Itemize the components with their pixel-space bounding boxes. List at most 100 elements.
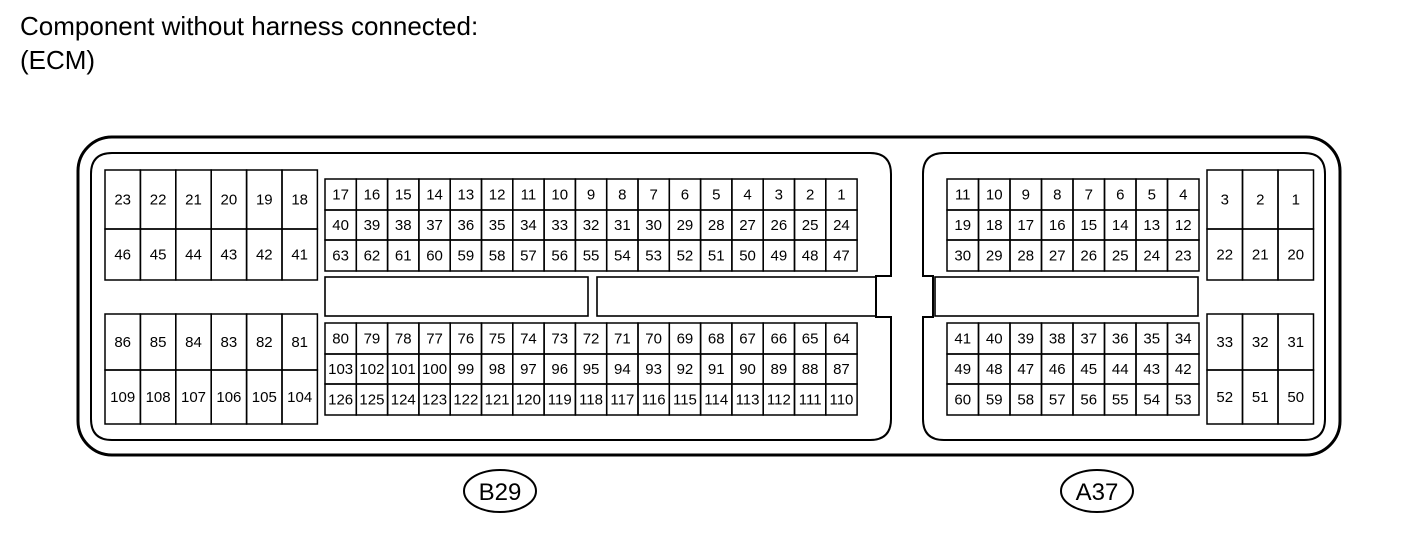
pin-number: 104 xyxy=(287,389,312,406)
pin-number: 91 xyxy=(708,361,725,378)
pin-number: 66 xyxy=(771,331,788,348)
pin-number: 118 xyxy=(579,392,603,409)
pin-number: 14 xyxy=(426,187,443,204)
label-b29-text: B29 xyxy=(479,479,522,506)
pin-number: 16 xyxy=(1049,217,1066,234)
pin-number: 44 xyxy=(1112,361,1129,378)
pin-number: 8 xyxy=(1053,187,1061,204)
pin-number: 25 xyxy=(802,217,819,234)
pin-number: 96 xyxy=(551,361,568,378)
pin-number: 126 xyxy=(328,392,353,409)
pin-number: 70 xyxy=(645,331,662,348)
pin-number: 53 xyxy=(1175,392,1192,409)
pin-number: 77 xyxy=(426,331,443,348)
pin-number: 109 xyxy=(110,389,135,406)
pin-number: 49 xyxy=(771,248,788,265)
pin-number: 84 xyxy=(185,334,202,351)
pin-number: 28 xyxy=(708,217,725,234)
pin-number: 6 xyxy=(681,187,689,204)
pin-number: 51 xyxy=(708,248,725,265)
pin-number: 5 xyxy=(712,187,720,204)
pin-number: 13 xyxy=(1143,217,1160,234)
pin-number: 103 xyxy=(328,361,353,378)
pin-number: 21 xyxy=(1252,247,1269,264)
pin-number: 120 xyxy=(516,392,541,409)
pin-number: 3 xyxy=(775,187,783,204)
pin-number: 3 xyxy=(1221,192,1229,209)
pin-number: 35 xyxy=(489,217,506,234)
pin-number: 32 xyxy=(583,217,600,234)
pin-number: 79 xyxy=(364,331,381,348)
pin-number: 16 xyxy=(364,187,381,204)
pin-number: 11 xyxy=(955,187,971,204)
pin-number: 9 xyxy=(587,187,595,204)
pin-number: 65 xyxy=(802,331,819,348)
pin-number: 11 xyxy=(521,187,537,204)
pin-number: 6 xyxy=(1116,187,1124,204)
pin-number: 119 xyxy=(548,392,572,409)
pin-number: 117 xyxy=(610,392,634,409)
pin-number: 40 xyxy=(332,217,349,234)
pin-number: 99 xyxy=(458,361,475,378)
pin-number: 13 xyxy=(458,187,475,204)
pin-number: 10 xyxy=(551,187,568,204)
component-name: (ECM) xyxy=(20,45,96,75)
pin-number: 26 xyxy=(1080,248,1097,265)
pin-number: 34 xyxy=(1175,331,1192,348)
pin-number: 43 xyxy=(221,247,238,264)
pin-number: 89 xyxy=(771,361,788,378)
ecm-housing-outline xyxy=(76,135,1342,457)
pin-number: 102 xyxy=(359,361,384,378)
pin-number: 53 xyxy=(645,248,662,265)
pin-number: 12 xyxy=(1175,217,1192,234)
pin-number: 21 xyxy=(185,192,202,209)
pin-number: 97 xyxy=(520,361,537,378)
pin-number: 46 xyxy=(1049,361,1066,378)
pin-number: 64 xyxy=(833,331,850,348)
connector-label-a37: A37 xyxy=(1060,469,1134,513)
pin-number: 47 xyxy=(1017,361,1034,378)
pin-number: 9 xyxy=(1022,187,1030,204)
pin-number: 44 xyxy=(185,247,202,264)
pin-number: 85 xyxy=(150,334,167,351)
pin-number: 54 xyxy=(1143,392,1160,409)
pin-number: 82 xyxy=(256,334,273,351)
b29-latch-slot-right xyxy=(596,276,877,317)
pin-number: 46 xyxy=(114,247,131,264)
pin-number: 55 xyxy=(583,248,600,265)
pin-number: 111 xyxy=(799,392,822,409)
pin-number: 75 xyxy=(489,331,506,348)
pin-number: 19 xyxy=(954,217,971,234)
pin-number: 87 xyxy=(833,361,850,378)
diagram-title: Component without harness connected: xyxy=(20,11,479,41)
pin-number: 81 xyxy=(291,334,308,351)
pin-number: 2 xyxy=(1256,192,1264,209)
pin-number: 23 xyxy=(1175,248,1192,265)
pin-number: 23 xyxy=(114,192,131,209)
pin-number: 29 xyxy=(677,217,694,234)
pin-number: 22 xyxy=(1216,247,1233,264)
pin-number: 114 xyxy=(704,392,728,409)
pin-number: 83 xyxy=(221,334,238,351)
pin-number: 33 xyxy=(1216,334,1233,351)
pin-number: 63 xyxy=(332,248,349,265)
pin-number: 108 xyxy=(146,389,171,406)
pin-number: 56 xyxy=(1080,392,1097,409)
pin-number: 62 xyxy=(364,248,381,265)
pin-number: 74 xyxy=(520,331,537,348)
pin-number: 115 xyxy=(673,392,697,409)
pin-number: 58 xyxy=(489,248,506,265)
a37-latch-slot xyxy=(934,276,1199,317)
pin-number: 37 xyxy=(426,217,443,234)
pin-number: 90 xyxy=(739,361,756,378)
pin-number: 105 xyxy=(252,389,277,406)
pin-number: 40 xyxy=(986,331,1003,348)
pin-number: 58 xyxy=(1017,392,1034,409)
pin-number: 1 xyxy=(837,187,845,204)
pin-number: 45 xyxy=(1080,361,1097,378)
pin-number: 10 xyxy=(986,187,1003,204)
pin-number: 69 xyxy=(677,331,694,348)
pin-number: 72 xyxy=(583,331,600,348)
